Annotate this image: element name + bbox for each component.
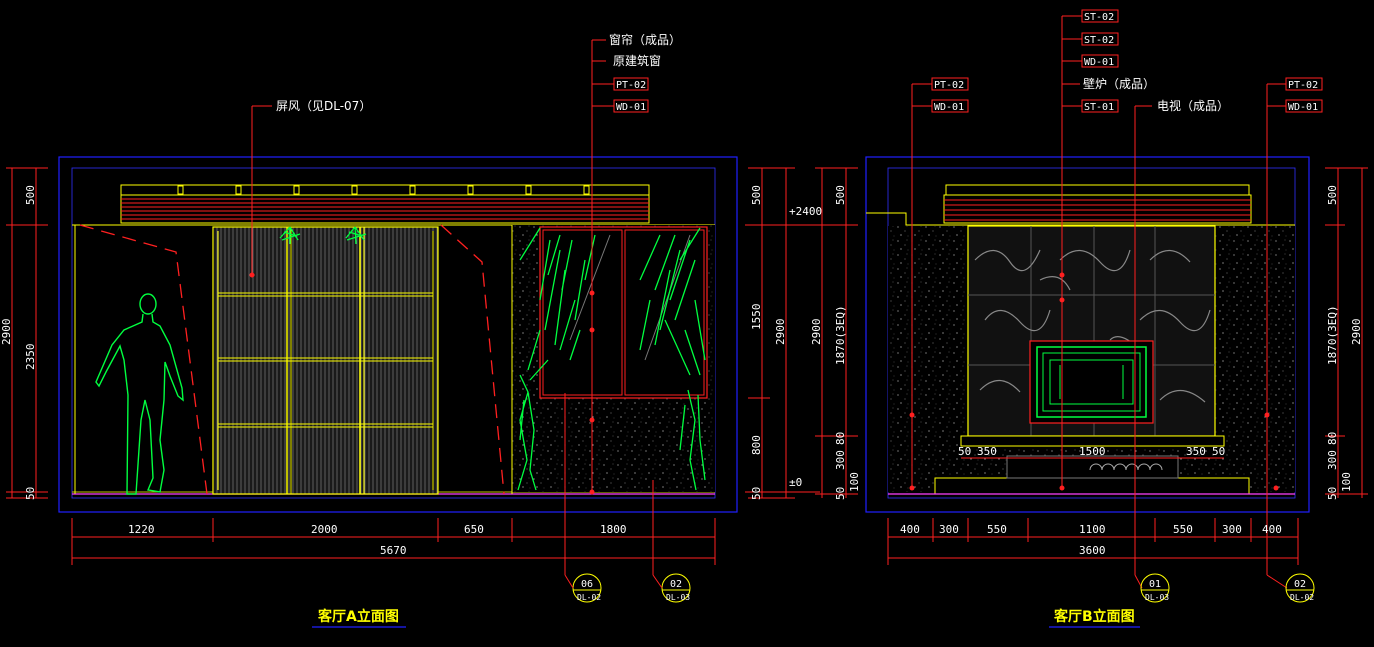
dim-a-right-800: 800 xyxy=(750,435,763,455)
tag-wd01-b-left: WD-01 xyxy=(934,102,964,113)
label-window: 原建筑窗 xyxy=(613,53,661,68)
callout-a-1: 06 DL-02 xyxy=(572,573,602,603)
dim-b-1100: 1100 xyxy=(1079,523,1106,536)
elevation-b-frame xyxy=(865,156,1310,513)
svg-text:DL-02: DL-02 xyxy=(1290,593,1314,602)
dim-b-inner-1500: 1500 xyxy=(1079,445,1106,458)
dims-left-b xyxy=(815,167,858,498)
pendant-light-icon xyxy=(279,226,367,245)
callout-b-2: 02 DL-02 xyxy=(1285,573,1315,603)
dim-a-650: 650 xyxy=(464,523,484,536)
tag-st02-top: ST-02 xyxy=(1084,12,1114,23)
dim-a-left-50: 50 xyxy=(24,487,37,500)
dim-b-right-300: 300 xyxy=(1326,450,1339,470)
svg-text:DL-03: DL-03 xyxy=(1145,593,1169,602)
level-zero-a: ±0 xyxy=(789,476,802,489)
dims-right-a xyxy=(748,167,795,499)
dims-bottom-b xyxy=(887,518,1299,565)
title-elevation-a: 客厅A立面图 xyxy=(317,608,399,625)
dim-b-inner-350-left: 350 xyxy=(977,445,997,458)
dim-b-total: 3600 xyxy=(1079,544,1106,557)
tag-pt02-b-left: PT-02 xyxy=(934,80,964,91)
label-tv: 电视（成品） xyxy=(1157,98,1229,113)
dim-a-right-1550: 1550 xyxy=(750,304,763,331)
elevation-b: ST-02 ST-02 WD-01 壁炉（成品） ST-01 电视（成品） PT… xyxy=(810,9,1368,628)
tv-unit xyxy=(1029,340,1154,424)
dim-a-2000: 2000 xyxy=(311,523,338,536)
dim-b-left-50: 50 xyxy=(834,487,847,500)
svg-text:DL-03: DL-03 xyxy=(666,593,690,602)
tag-pt02-a: PT-02 xyxy=(616,80,646,91)
dim-a-right-500: 500 xyxy=(750,185,763,205)
dim-b-inner-50-right: 50 xyxy=(1212,445,1225,458)
dim-b-inner-50-left: 50 xyxy=(958,445,971,458)
level-top-a: +2400 xyxy=(789,205,822,218)
dim-b-400-right: 400 xyxy=(1262,523,1282,536)
dims-right-b xyxy=(1325,167,1368,498)
label-fireplace: 壁炉（成品） xyxy=(1083,76,1155,91)
svg-text:02: 02 xyxy=(670,579,682,590)
ceiling-cornice-a xyxy=(72,184,715,226)
tag-pt02-b-right: PT-02 xyxy=(1288,80,1318,91)
label-curtain: 窗帘（成品） xyxy=(609,32,681,47)
label-screen: 屏风（见DL-07） xyxy=(276,99,371,113)
dim-b-550-right: 550 xyxy=(1173,523,1193,536)
dim-b-left-80: 80 xyxy=(834,432,847,445)
dim-b-left-500: 500 xyxy=(834,185,847,205)
callout-b-1: 01 DL-03 xyxy=(1140,573,1170,603)
dim-b-left-1870: 1870(3EQ) xyxy=(834,305,847,365)
human-figure xyxy=(95,293,184,495)
dims-bottom-a xyxy=(71,518,716,565)
dim-b-left-100: 100 xyxy=(848,472,861,492)
dim-a-total: 5670 xyxy=(380,544,407,557)
dim-a-right-50: 50 xyxy=(750,487,763,500)
dim-b-right-50: 50 xyxy=(1326,487,1339,500)
dim-b-400-left: 400 xyxy=(900,523,920,536)
dim-b-right-1870: 1870(3EQ) xyxy=(1326,305,1339,365)
dim-b-right-500: 500 xyxy=(1326,185,1339,205)
screen-panel xyxy=(212,226,439,495)
window xyxy=(539,226,708,399)
svg-text:06: 06 xyxy=(581,579,593,590)
dim-b-300-left: 300 xyxy=(939,523,959,536)
tag-st02-second: ST-02 xyxy=(1084,35,1114,46)
dim-a-1800: 1800 xyxy=(600,523,627,536)
elevation-a: 屏风（见DL-07） 窗帘（成品） 原建筑窗 PT-02 WD-01 +2400… xyxy=(0,32,822,628)
dim-b-right-100: 100 xyxy=(1340,472,1353,492)
dim-b-inner-350-right: 350 xyxy=(1186,445,1206,458)
dim-b-300-right: 300 xyxy=(1222,523,1242,536)
dim-b-550-left: 550 xyxy=(987,523,1007,536)
tag-wd01-a: WD-01 xyxy=(616,102,646,113)
svg-text:DL-02: DL-02 xyxy=(577,593,601,602)
title-elevation-b: 客厅B立面图 xyxy=(1053,608,1135,625)
leader-lines-b xyxy=(911,15,1286,575)
dim-b-right-2900: 2900 xyxy=(1350,319,1363,346)
dims-left-a xyxy=(6,167,48,499)
dim-a-left-500: 500 xyxy=(24,185,37,205)
dim-b-left-2900: 2900 xyxy=(810,319,823,346)
curtain xyxy=(517,227,706,491)
elevation-a-frame xyxy=(58,156,738,513)
callout-a-2: 02 DL-03 xyxy=(661,573,691,603)
dim-b-left-300: 300 xyxy=(834,450,847,470)
dim-a-left-2350: 2350 xyxy=(24,344,37,371)
tag-wd01-b: WD-01 xyxy=(1084,57,1114,68)
tag-st01-b: ST-01 xyxy=(1084,102,1114,113)
ceiling-cornice-b xyxy=(866,184,1295,226)
dim-a-1220: 1220 xyxy=(128,523,155,536)
dim-a-left-2900: 2900 xyxy=(0,319,13,346)
svg-text:02: 02 xyxy=(1294,579,1306,590)
dim-a-right-2900: 2900 xyxy=(774,319,787,346)
svg-text:01: 01 xyxy=(1149,579,1161,590)
tag-wd01-b-right: WD-01 xyxy=(1288,102,1318,113)
dim-b-right-80: 80 xyxy=(1326,432,1339,445)
